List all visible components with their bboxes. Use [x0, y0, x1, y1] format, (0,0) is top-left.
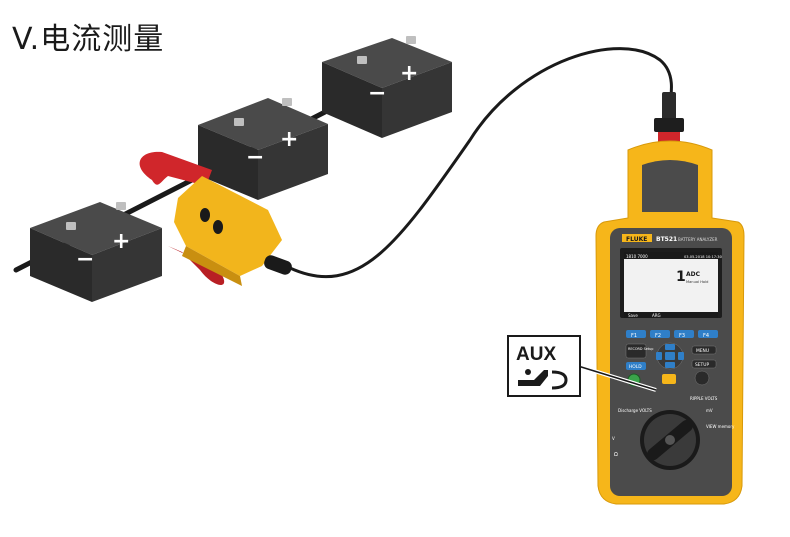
- clamp-lead-cable: [289, 47, 673, 279]
- battery-3-minus-label: −: [368, 81, 386, 106]
- dial-label-ripple: RIPPLE VOLTS: [690, 396, 718, 401]
- meter-model: BT521: [656, 236, 677, 243]
- brand-logo: FLUKE: [626, 236, 647, 243]
- screen-status-right: 03.05.2018 10:17:30: [684, 255, 723, 259]
- dial-label-discharge: Discharge VOLTS: [618, 408, 652, 413]
- nav-up-button[interactable]: [665, 344, 675, 350]
- meter-subtitle: BATTERY ANALYZER: [678, 237, 718, 242]
- clamp-zero-button: [213, 220, 223, 234]
- f3-button[interactable]: [674, 330, 694, 338]
- clamp-icon: [518, 369, 568, 390]
- battery-3-terminal-pos: [406, 36, 416, 44]
- rotary-dial[interactable]: [640, 410, 700, 470]
- dial-label-v: V: [612, 436, 615, 441]
- dial-label-mv: mV: [706, 408, 713, 413]
- battery-2-terminal-pos: [282, 98, 292, 106]
- battery-1-terminal-neg: [66, 222, 76, 230]
- nav-enter-button[interactable]: [665, 352, 675, 360]
- menu-label: MENU: [696, 348, 709, 354]
- f1-label: F1: [631, 333, 637, 339]
- record-button[interactable]: [625, 343, 647, 359]
- f4-button[interactable]: [698, 330, 718, 338]
- hold-label: HOLD: [629, 364, 642, 370]
- f4-label: F4: [703, 333, 709, 339]
- battery-1-minus-label: −: [76, 247, 94, 272]
- setup-label: SETUP: [695, 362, 709, 368]
- battery-2-minus-label: −: [246, 145, 264, 170]
- setup-button[interactable]: [691, 359, 717, 369]
- battery-3-plus-label: +: [400, 61, 418, 86]
- hold-button[interactable]: [626, 362, 646, 370]
- battery-2: − +: [198, 98, 328, 200]
- brand-logo-plate: [622, 234, 652, 242]
- nav-left-button[interactable]: [656, 352, 662, 360]
- backlight-button[interactable]: [662, 374, 676, 384]
- screen-status-left: 1810 7000: [626, 254, 648, 259]
- reading-unit: ADC: [686, 271, 701, 278]
- display-screen: [624, 252, 718, 312]
- f3-label: F3: [679, 333, 685, 339]
- battery-1-terminal-pos: [116, 202, 126, 210]
- f2-button[interactable]: [650, 330, 670, 338]
- aux-callout-line: [577, 365, 657, 391]
- clamp-button: [200, 208, 210, 222]
- battery-analyzer-meter: FLUKE BT521 BATTERY ANALYZER 1810 7000 0…: [595, 140, 745, 505]
- f1-button[interactable]: [626, 330, 646, 338]
- battery-2-plus-label: +: [280, 127, 298, 152]
- meter-top-holster: [642, 160, 698, 212]
- battery-2-terminal-neg: [234, 118, 244, 126]
- softkey-label-2: ARG: [652, 313, 661, 318]
- dial-label-ohm: Ω: [614, 452, 618, 458]
- reading-value: 1: [676, 269, 686, 285]
- nav-down-button[interactable]: [665, 362, 675, 368]
- dial-label-view: VIEW memory: [706, 424, 735, 429]
- reading-sub: Manual Hold: [686, 280, 708, 284]
- clamp-cable-boot: [264, 255, 292, 275]
- aux-callout: AUX: [507, 335, 581, 397]
- menu-button[interactable]: [691, 345, 717, 355]
- f2-label: F2: [655, 333, 661, 339]
- jack-port: [694, 370, 710, 386]
- page-title: V.电流测量: [12, 22, 165, 57]
- battery-3: − +: [322, 36, 452, 138]
- battery-1-plus-label: +: [112, 229, 130, 254]
- battery-1: − +: [30, 202, 162, 302]
- aux-label: AUX: [516, 344, 556, 365]
- current-clamp: [139, 151, 292, 286]
- navigation-pad[interactable]: [656, 342, 684, 370]
- nav-right-button[interactable]: [678, 352, 684, 360]
- softkey-label-1: Save: [628, 313, 638, 318]
- battery-3-terminal-neg: [357, 56, 367, 64]
- meter-connector: [654, 92, 684, 142]
- record-label: RECORD Setup: [628, 347, 653, 351]
